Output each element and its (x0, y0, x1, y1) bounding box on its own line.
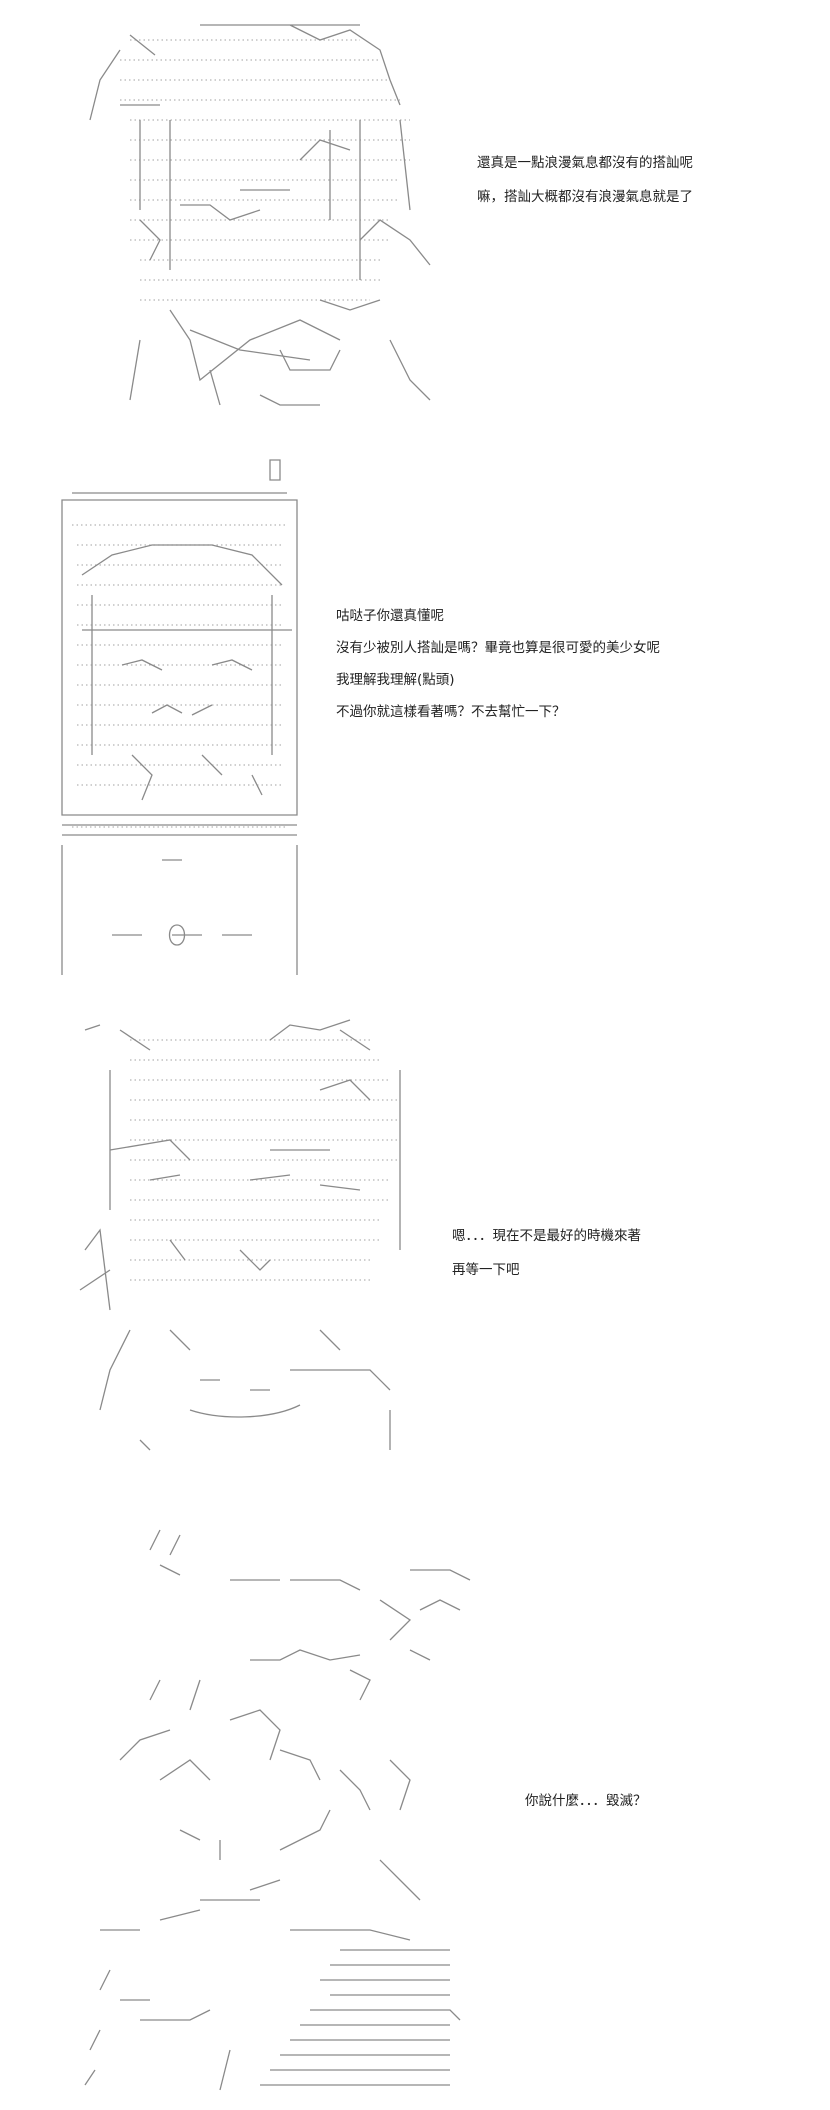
dialogue-line: 嘛，搭訕大概都沒有浪漫氣息就是了 (477, 189, 693, 205)
dialogue-line: 咕哒子你還真懂呢 (336, 608, 444, 624)
ascii-art-character-4 (80, 1510, 520, 2100)
dialogue-line: 再等一下吧 (452, 1262, 520, 1278)
dialogue-line: 你說什麼．．．毀滅？ (525, 1793, 647, 1809)
dialogue-line: 沒有少被別人搭訕是嗎？畢竟也算是很可愛的美少女呢 (336, 640, 660, 656)
character-drawing (79, 1019, 401, 1451)
phone-drawing (61, 459, 298, 975)
character-drawing (84, 1529, 471, 2091)
dialogue-box: 你說什麼．．．毀滅？ (525, 1792, 647, 1810)
ascii-art-phone-character (52, 455, 312, 980)
dialogue-line: 不過你就這樣看著嗎？不去幫忙一下？ (336, 704, 566, 720)
dialogue-box: 嗯．．．現在不是最好的時機來著 再等一下吧 (452, 1227, 641, 1295)
dialogue-line: 還真是一點浪漫氣息都沒有的搭訕呢 (477, 155, 693, 171)
panel-3: 嗯．．．現在不是最好的時機來著 再等一下吧 (0, 1010, 830, 1470)
panel-4: 你說什麼．．．毀滅？ (0, 1510, 830, 2110)
dialogue-box: 咕哒子你還真懂呢 沒有少被別人搭訕是嗎？畢竟也算是很可愛的美少女呢 我理解我理解… (336, 607, 660, 735)
ascii-art-character-3 (70, 1010, 420, 1460)
panel-2: 咕哒子你還真懂呢 沒有少被別人搭訕是嗎？畢竟也算是很可愛的美少女呢 我理解我理解… (0, 455, 830, 995)
panel-1: 還真是一點浪漫氣息都沒有的搭訕呢 嘛，搭訕大概都沒有浪漫氣息就是了 (0, 0, 830, 420)
dialogue-line: 嗯．．．現在不是最好的時機來著 (452, 1228, 641, 1244)
ascii-art-character-1 (60, 10, 480, 410)
dialogue-line: 我理解我理解(點頭) (336, 672, 455, 688)
dialogue-box: 還真是一點浪漫氣息都沒有的搭訕呢 嘛，搭訕大概都沒有浪漫氣息就是了 (477, 154, 693, 222)
character-drawing (89, 24, 431, 406)
